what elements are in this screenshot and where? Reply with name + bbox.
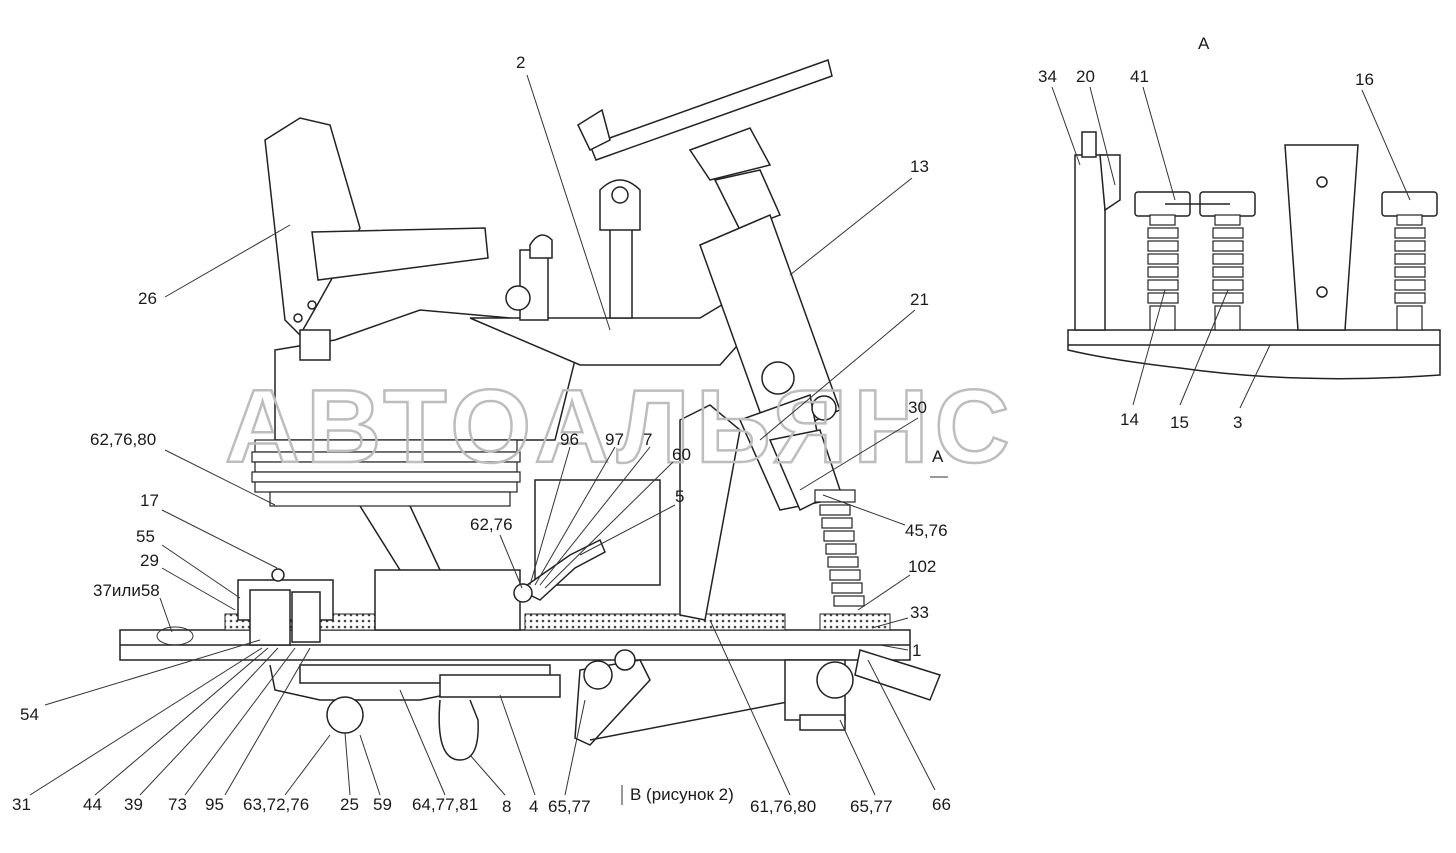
callout-21: 21 xyxy=(910,290,929,309)
callout-97: 97 xyxy=(605,430,624,449)
view-a xyxy=(1067,131,1441,380)
callout-54: 54 xyxy=(20,705,39,724)
callout-45-76: 45,76 xyxy=(905,521,948,540)
filter-assembly xyxy=(237,568,521,761)
pedal-lever xyxy=(518,538,606,601)
under-floor-linkage xyxy=(299,649,941,746)
callout-63-72-76: 63,72,76 xyxy=(243,795,309,814)
seat-base-box xyxy=(374,569,521,631)
callout-102: 102 xyxy=(908,557,936,576)
callout-1: 1 xyxy=(912,641,921,660)
callout-26: 26 xyxy=(138,289,157,308)
callout-7: 7 xyxy=(643,430,652,449)
callout-55: 55 xyxy=(136,527,155,546)
callout-labels: A A В (рисунок 2) 2 13 21 26 30 62,76,80… xyxy=(12,34,1374,816)
pedal-bellows xyxy=(814,489,865,607)
section-arrow-a: A xyxy=(932,447,944,466)
callout-20: 20 xyxy=(1076,67,1095,86)
view-a-title: A xyxy=(1198,34,1210,53)
callout-16: 16 xyxy=(1355,70,1374,89)
callout-5: 5 xyxy=(675,487,684,506)
callout-39: 39 xyxy=(124,795,143,814)
callout-62-76-80: 62,76,80 xyxy=(90,430,156,449)
view-a-pedal-mid xyxy=(1199,191,1256,331)
view-a-panel xyxy=(1284,144,1359,331)
callout-15: 15 xyxy=(1170,413,1189,432)
callout-13: 13 xyxy=(910,157,929,176)
callout-2: 2 xyxy=(516,53,525,72)
floor-gasket-mid xyxy=(524,613,786,631)
callout-61-76-80: 61,76,80 xyxy=(750,797,816,816)
callout-33: 33 xyxy=(910,603,929,622)
callout-29: 29 xyxy=(140,551,159,570)
callout-4: 4 xyxy=(529,797,538,816)
callout-25: 25 xyxy=(340,795,359,814)
callout-14: 14 xyxy=(1120,410,1139,429)
callout-17: 17 xyxy=(140,491,159,510)
main-view xyxy=(119,59,941,761)
floor-gasket-right xyxy=(819,613,891,631)
callout-8: 8 xyxy=(502,797,511,816)
callout-44: 44 xyxy=(83,795,102,814)
view-a-floor xyxy=(1067,329,1441,380)
callout-37-or-58: 37или58 xyxy=(93,581,160,600)
callout-73: 73 xyxy=(168,795,187,814)
callout-66: 66 xyxy=(932,795,951,814)
callout-41: 41 xyxy=(1130,67,1149,86)
callout-95: 95 xyxy=(205,795,224,814)
callout-60: 60 xyxy=(672,445,691,464)
steering-column xyxy=(577,59,841,621)
callout-34: 34 xyxy=(1038,67,1057,86)
callout-65-77-a: 65,77 xyxy=(548,797,591,816)
callout-3: 3 xyxy=(1233,413,1242,432)
view-a-pedal-left xyxy=(1134,191,1191,331)
callout-65-77-b: 65,77 xyxy=(850,797,893,816)
callout-96: 96 xyxy=(560,430,579,449)
callout-31: 31 xyxy=(12,795,31,814)
callout-30: 30 xyxy=(908,398,927,417)
view-b-note: В (рисунок 2) xyxy=(630,785,734,804)
view-a-pedal-right xyxy=(1381,191,1438,331)
watermark: АВТОАЛЬЯНС xyxy=(225,369,1016,485)
leader-lines xyxy=(29,74,1411,805)
callout-59: 59 xyxy=(373,795,392,814)
seat xyxy=(264,117,576,441)
seat-bellows xyxy=(251,439,521,507)
view-a-post xyxy=(1074,154,1106,331)
callout-62-76: 62,76 xyxy=(470,515,513,534)
callout-64-77-81: 64,77,81 xyxy=(412,795,478,814)
